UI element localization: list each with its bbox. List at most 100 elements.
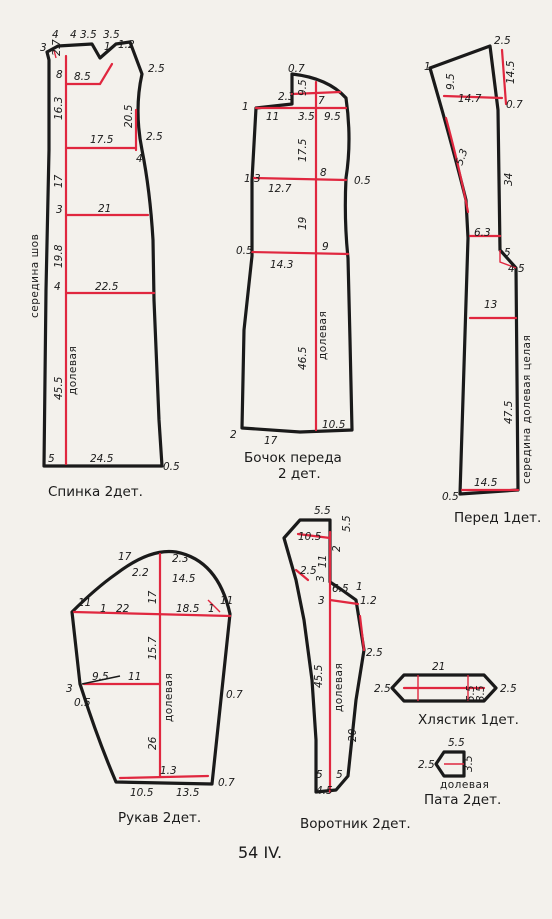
sf-m-11: 11 <box>266 111 279 123</box>
col-m-65: 6.5 <box>332 583 349 595</box>
front-grain-line <box>500 48 508 106</box>
back-caption: Спинка 2дет. <box>48 484 143 500</box>
col-m-5b: 5 <box>336 769 343 781</box>
belt-m-25a: 2.5 <box>374 683 391 695</box>
sl-m-145: 14.5 <box>172 573 196 585</box>
back-m-3: 3 <box>40 42 47 54</box>
flap-caption: Пата 2дет. <box>424 792 501 808</box>
page-number: 54 IV. <box>238 843 282 862</box>
flap-m-25: 2.5 <box>418 759 435 771</box>
sl-m-07a: 0.7 <box>226 689 243 701</box>
sf-m-17: 17 <box>264 435 278 447</box>
front-m-145b: 14.5 <box>474 477 498 489</box>
sf-m-143: 14.3 <box>270 259 293 271</box>
half-belt-piece: 21 2.5 5.5 3.5 2.5 Хлястик 1дет. <box>374 661 519 728</box>
sl-m-135: 13.5 <box>176 787 200 799</box>
front-m-145: 14.5 <box>505 60 517 84</box>
col-m-105: 10.5 <box>298 531 322 543</box>
col-m-45: 4.5 <box>316 785 333 797</box>
sf-m-13: 1.3 <box>244 173 261 185</box>
sl-m-17: 17 <box>118 551 132 563</box>
sl-m-17b: 17 <box>147 590 159 604</box>
sl-m-05: 0.5 <box>74 697 91 709</box>
back-m-25a: 2.5 <box>148 63 165 75</box>
sf-grain-label: долевая <box>317 311 329 360</box>
front-m-05: 0.5 <box>442 491 459 503</box>
sleeve-outline <box>70 549 232 786</box>
back-m-35b: 3.5 <box>103 29 120 41</box>
col-m-2: 2 <box>331 545 343 552</box>
col-m-11: 11 <box>317 555 329 568</box>
back-m-05: 0.5 <box>163 461 180 473</box>
front-outline <box>428 44 520 496</box>
belt-caption: Хлястик 1дет. <box>418 712 519 728</box>
back-m-3b: 3 <box>56 204 63 216</box>
sf-m-127: 12.7 <box>268 183 292 195</box>
front-m-45: 4.5 <box>508 263 525 275</box>
col-m-55: 5.5 <box>314 505 331 517</box>
sf-m-95b: 9.5 <box>324 111 341 123</box>
back-grain-label: долевая <box>67 346 79 395</box>
sf-m-2: 2 <box>230 429 237 441</box>
back-m-5: 5 <box>48 453 55 465</box>
side-front-piece: 0.7 2.3 9.5 7 1 11 3.5 9.5 17.5 1.3 12.7… <box>230 63 371 482</box>
front-m-13: 13 <box>484 299 497 311</box>
sl-m-95: 9.5 <box>92 671 109 683</box>
flap-m-55: 5.5 <box>448 737 465 749</box>
back-m-35a: 3.5 <box>80 29 97 41</box>
front-center-label: середина долевая целая <box>521 335 533 484</box>
belt-m-25b: 2.5 <box>500 683 517 695</box>
sf-m-465: 46.5 <box>297 346 309 370</box>
back-m-12: 1.2 <box>118 39 135 51</box>
col-m-25b: 2.5 <box>366 647 383 659</box>
front-m-25: 2.5 <box>494 35 511 47</box>
front-caption: Перед 1дет. <box>454 510 541 526</box>
belt-m-55: 5.5 <box>465 685 477 702</box>
sf-m-105: 10.5 <box>322 419 346 431</box>
sf-m-35: 3.5 <box>298 111 315 123</box>
sf-caption-line1: Бочок переда <box>244 450 342 466</box>
collar-caption: Воротник 2дет. <box>300 816 411 832</box>
front-m-53: 5.3 <box>454 147 471 167</box>
sl-m-1b: 1 <box>208 603 215 615</box>
sl-m-22b: 22 <box>116 603 130 615</box>
flap-piece: 5.5 2.5 3.5 долевая Пата 2дет. <box>418 737 501 808</box>
sl-m-11a: 11 <box>78 597 91 609</box>
sl-m-11b: 11 <box>220 595 233 607</box>
back-outline <box>42 40 164 468</box>
col-m-455: 45.5 <box>313 664 325 688</box>
sf-m-23: 2.3 <box>278 91 295 103</box>
front-piece: 1 2.5 9.5 14.5 14.7 0.7 5.3 34 6.3 5 4.5… <box>424 35 541 526</box>
sf-m-05b: 0.5 <box>236 245 253 257</box>
front-m-147: 14.7 <box>458 93 482 105</box>
sl-m-07b: 0.7 <box>218 777 235 789</box>
front-m-475: 47.5 <box>503 400 515 424</box>
sl-m-13: 1.3 <box>160 765 177 777</box>
collar-piece: 5.5 10.5 2 5.5 2.5 3 11 6.5 1 3 1.2 2.5 … <box>282 505 411 832</box>
half-belt-outline <box>390 673 498 703</box>
belt-m-35: 3.5 <box>475 685 487 702</box>
sl-m-11c: 11 <box>128 671 141 683</box>
back-m-27: 2.7 <box>51 39 63 56</box>
sf-m-19: 19 <box>297 216 309 230</box>
col-m-12: 1.2 <box>360 595 377 607</box>
back-m-198: 19.8 <box>53 244 65 268</box>
sleeve-caption: Рукав 2дет. <box>118 810 201 826</box>
back-m-205: 20.5 <box>123 104 135 128</box>
front-m-63: 6.3 <box>474 227 491 239</box>
back-center-seam-label: середина шов <box>29 234 41 318</box>
back-m-4d: 4 <box>54 281 61 293</box>
sf-m-95a: 9.5 <box>297 79 309 96</box>
back-m-85: 8.5 <box>74 71 91 83</box>
sf-m-05a: 0.5 <box>354 175 371 187</box>
col-m-25a: 2.5 <box>300 565 317 577</box>
sf-m-7: 7 <box>318 95 325 107</box>
back-m-245: 24.5 <box>90 453 114 465</box>
col-m-20: 20 <box>347 728 359 742</box>
front-m-34: 34 <box>503 173 515 186</box>
col-grain-label: долевая <box>333 663 345 712</box>
back-m-225: 22.5 <box>95 281 119 293</box>
front-m-95: 9.5 <box>445 73 457 90</box>
back-m-21: 21 <box>98 203 111 215</box>
